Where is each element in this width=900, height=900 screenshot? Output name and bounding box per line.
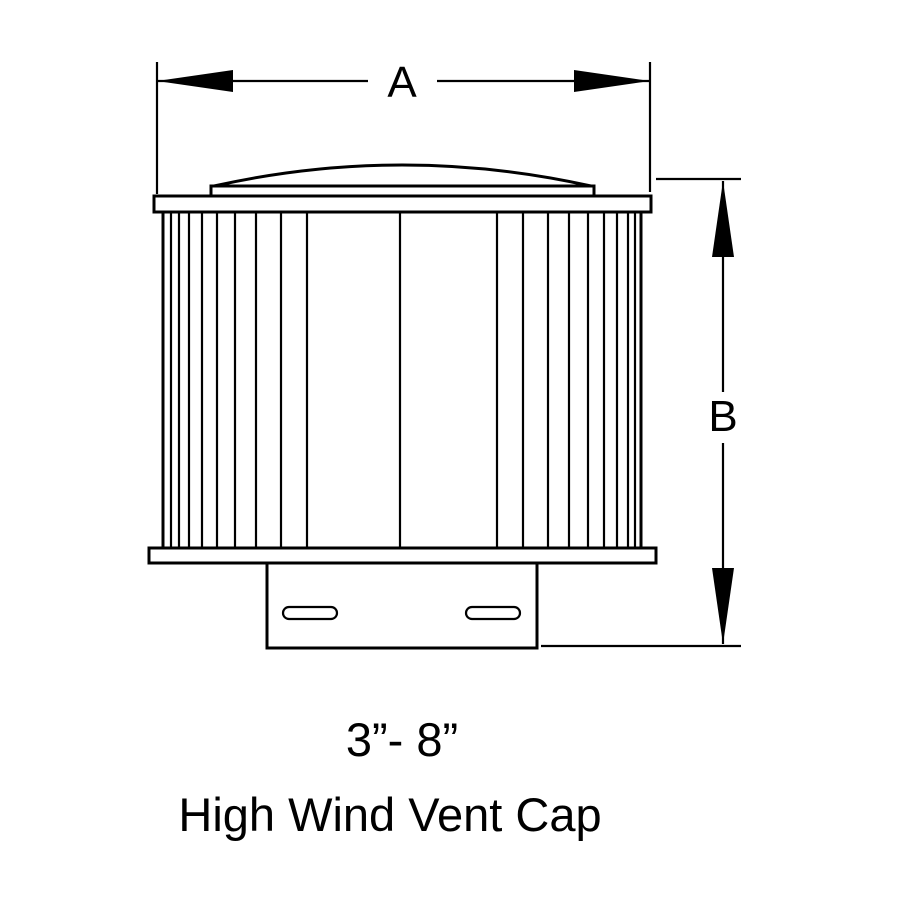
dimension-a: A bbox=[155, 58, 652, 194]
dim-b-arrow-up-icon bbox=[712, 181, 734, 257]
dim-a-label: A bbox=[387, 58, 417, 107]
louver-lines bbox=[169, 212, 637, 548]
collar-slot-left bbox=[281, 605, 339, 621]
top-flange bbox=[152, 194, 653, 214]
dome-lid bbox=[213, 163, 592, 188]
base-collar bbox=[265, 561, 539, 650]
bottom-flange bbox=[147, 546, 658, 565]
collar-slot-right bbox=[464, 605, 522, 621]
size-range-label: 3”- 8” bbox=[346, 713, 458, 766]
dim-a-arrow-left-icon bbox=[157, 70, 233, 92]
dim-b-label: B bbox=[708, 392, 737, 441]
product-name-label: High Wind Vent Cap bbox=[178, 788, 601, 841]
cylinder-body bbox=[161, 210, 643, 550]
dimension-b: B bbox=[541, 177, 741, 648]
caption: 3”- 8” High Wind Vent Cap bbox=[178, 713, 601, 841]
vent-cap-drawing bbox=[147, 163, 658, 650]
dim-a-arrow-right-icon bbox=[574, 70, 650, 92]
dim-b-arrow-down-icon bbox=[712, 568, 734, 644]
